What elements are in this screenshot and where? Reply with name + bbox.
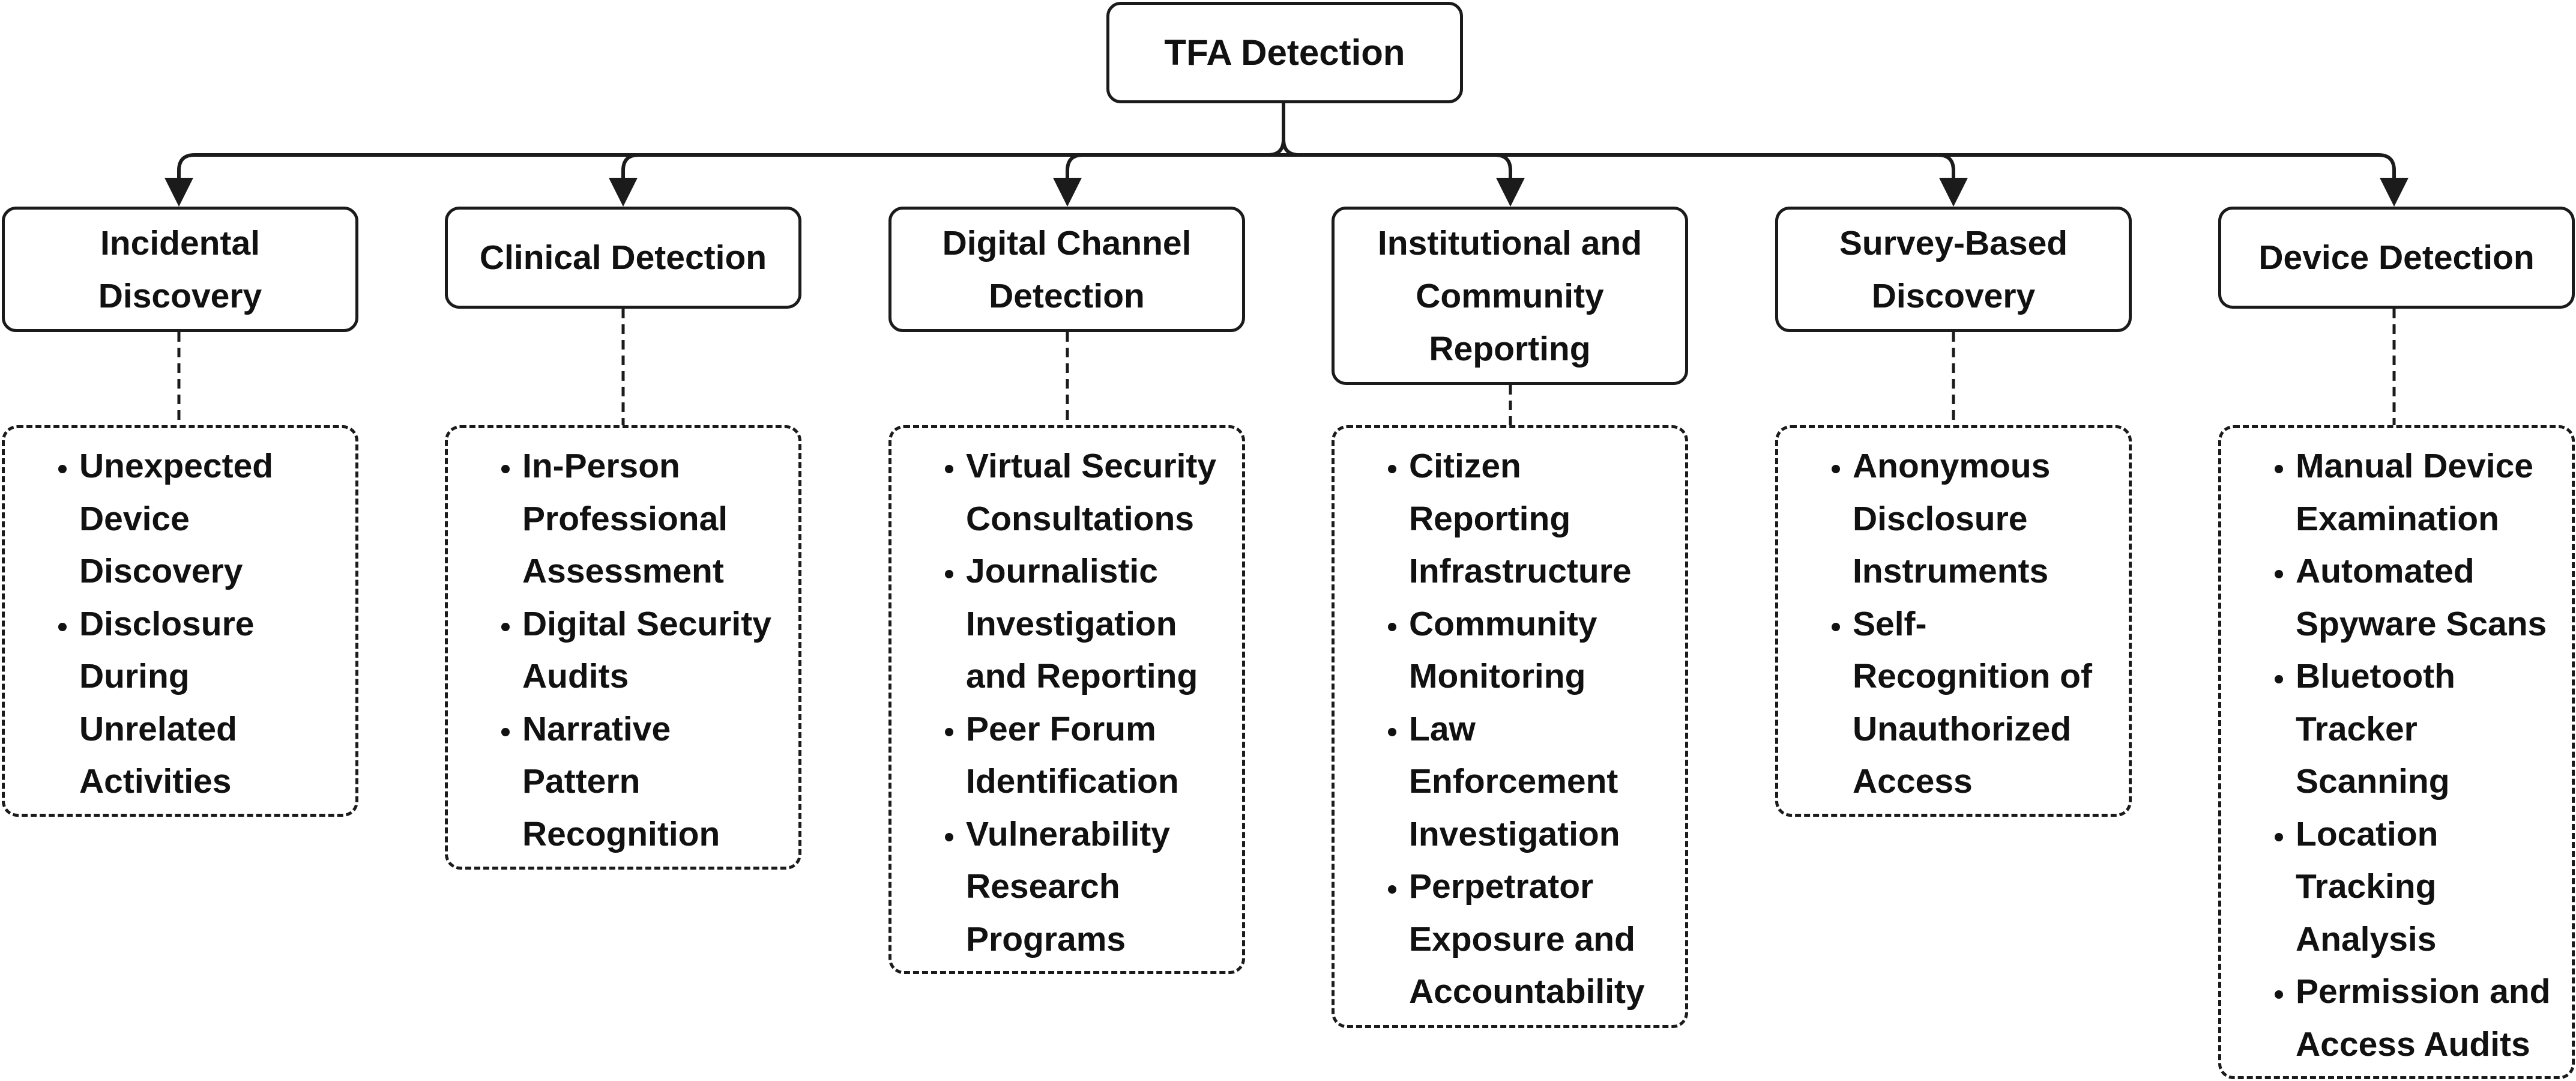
category-title: Digital Channel Detection [942,223,1192,315]
arrow-to-institutional-community-reporting [1494,153,1525,207]
category-node-clinical-detection: Clinical Detection [445,207,801,309]
detail-list: Manual Device Examination Automated Spyw… [2236,440,2562,1071]
root-node-label: TFA Detection [1164,32,1405,73]
list-item: Permission and Access Audits [2296,966,2562,1071]
detail-list: Anonymous Disclosure Instruments Self-Re… [1793,440,2119,808]
list-item: Virtual Security Consultations [966,440,1232,545]
detail-list: Citizen Reporting Infrastructure Communi… [1349,440,1676,1019]
detail-list: In-Person Professional Assessment Digita… [462,440,789,861]
list-item: Peer Forum Identification [966,703,1232,808]
root-trunk-connector [1267,103,1285,157]
list-item: Bluetooth Tracker Scanning [2296,650,2562,808]
list-item: Citizen Reporting Infrastructure [1409,440,1676,598]
category-node-institutional-community-reporting: Institutional and Community Reporting [1332,207,1688,385]
detail-box-device-detection: Manual Device Examination Automated Spyw… [2218,425,2575,1079]
arrow-to-digital-channel-detection [1053,153,1084,207]
detail-box-clinical-detection: In-Person Professional Assessment Digita… [445,425,801,870]
category-node-digital-channel-detection: Digital Channel Detection [888,207,1245,332]
root-trunk-connector-right [1282,139,1300,157]
list-item: Manual Device Examination [2296,440,2562,545]
arrow-to-incidental-discovery [164,153,195,207]
category-title: Institutional and Community Reporting [1377,223,1642,368]
category-title: Clinical Detection [479,238,767,277]
detail-box-survey-based-discovery: Anonymous Disclosure Instruments Self-Re… [1775,425,2132,817]
category-node-incidental-discovery: Incidental Discovery [2,207,358,332]
list-item: Vulnerability Research Programs [966,808,1232,966]
category-title: Device Detection [2258,238,2535,277]
list-item: In-Person Professional Assessment [522,440,789,598]
list-item: Disclosure During Unrelated Activities [79,598,346,808]
category-node-survey-based-discovery: Survey-Based Discovery [1775,207,2132,332]
list-item: Unexpected Device Discovery [79,440,346,598]
list-item: Community Monitoring [1409,598,1676,703]
category-node-device-detection: Device Detection [2218,207,2575,309]
list-item: Self-Recognition of Unauthorized Access [1853,598,2119,808]
detail-box-institutional-community-reporting: Citizen Reporting Infrastructure Communi… [1332,425,1688,1028]
arrow-to-device-detection [2378,153,2409,207]
list-item: Law Enforcement Investigation [1409,703,1676,861]
detail-list: Virtual Security Consultations Journalis… [906,440,1232,966]
detail-list: Unexpected Device Discovery Disclosure D… [19,440,346,808]
category-title: Survey-Based Discovery [1839,223,2068,315]
list-item: Automated Spyware Scans [2296,545,2562,650]
list-item: Location Tracking Analysis [2296,808,2562,966]
detail-box-digital-channel-detection: Virtual Security Consultations Journalis… [888,425,1245,974]
list-item: Perpetrator Exposure and Accountability [1409,861,1676,1019]
category-title: Incidental Discovery [98,223,262,315]
arrow-to-survey-based-discovery [1937,153,1968,207]
list-item: Anonymous Disclosure Instruments [1853,440,2119,598]
list-item: Journalistic Investigation and Reporting [966,545,1232,703]
arrow-to-clinical-detection [609,153,639,207]
root-node: TFA Detection [1106,2,1463,103]
list-item: Narrative Pattern Recognition [522,703,789,861]
list-item: Digital Security Audits [522,598,789,703]
detail-box-incidental-discovery: Unexpected Device Discovery Disclosure D… [2,425,358,817]
